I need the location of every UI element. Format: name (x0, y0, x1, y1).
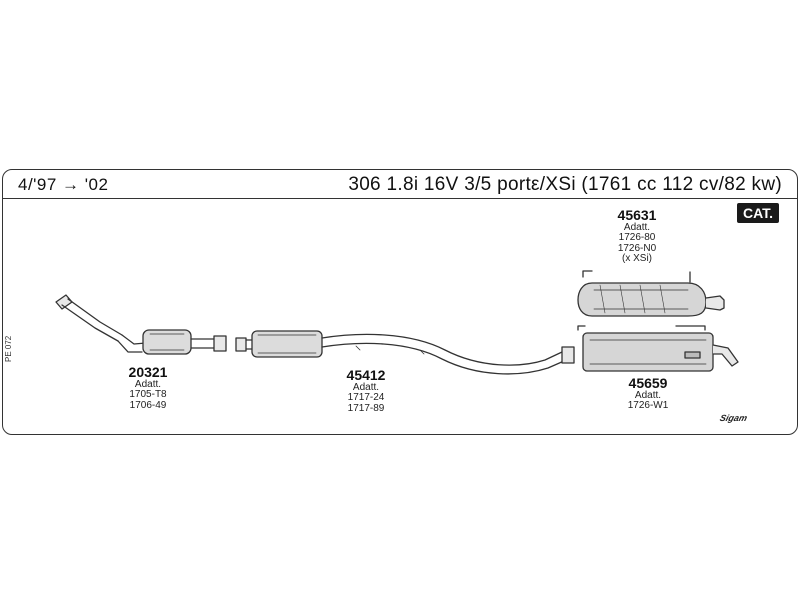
front-pipe-catalyst-20321 (55, 294, 227, 355)
part-code: 45412 (346, 367, 386, 383)
part-line: 1717-89 (347, 402, 385, 414)
diagram-code: PE 072 (4, 335, 13, 362)
model-title: 306 1.8i 16V 3/5 portε/XSi (1761 cc 112 … (348, 174, 782, 195)
header-divider (2, 198, 798, 199)
part-code: 20321 (128, 364, 168, 380)
part-line: Adatt. (634, 389, 662, 401)
part-45412-label: 45412 Adatt. 1717-24 1717-89 (336, 368, 396, 414)
part-line: 1705-T8 (129, 389, 167, 401)
part-45631-label: 45631 Adatt. 1726-80 1726-N0 (x XSi) (605, 208, 669, 265)
part-line: Adatt. (134, 378, 162, 390)
part-code: 45631 (617, 207, 657, 223)
part-line: Adatt. (352, 381, 380, 393)
part-line: (x XSi) (622, 253, 652, 265)
part-line: 1717-24 (347, 392, 385, 404)
intermediate-pipe-45412 (235, 330, 575, 375)
part-line: 1706-49 (129, 399, 167, 411)
part-line: Adatt. (623, 221, 651, 233)
part-code: 45659 (628, 375, 668, 391)
part-line: 1726-N0 (617, 242, 657, 254)
brand-logo: Sigam (718, 413, 749, 423)
rear-silencer-45659 (577, 325, 739, 372)
part-line: 1726-W1 (627, 400, 669, 412)
date-range: 4/'97 → '02 (18, 175, 109, 194)
cat-badge: CAT. (737, 203, 780, 223)
part-20321-label: 20321 Adatt. 1705-T8 1706-49 (118, 365, 178, 411)
part-45659-label: 45659 Adatt. 1726-W1 (616, 376, 680, 412)
rear-silencer-45631 (577, 270, 725, 317)
part-line: 1726-80 (618, 232, 656, 244)
